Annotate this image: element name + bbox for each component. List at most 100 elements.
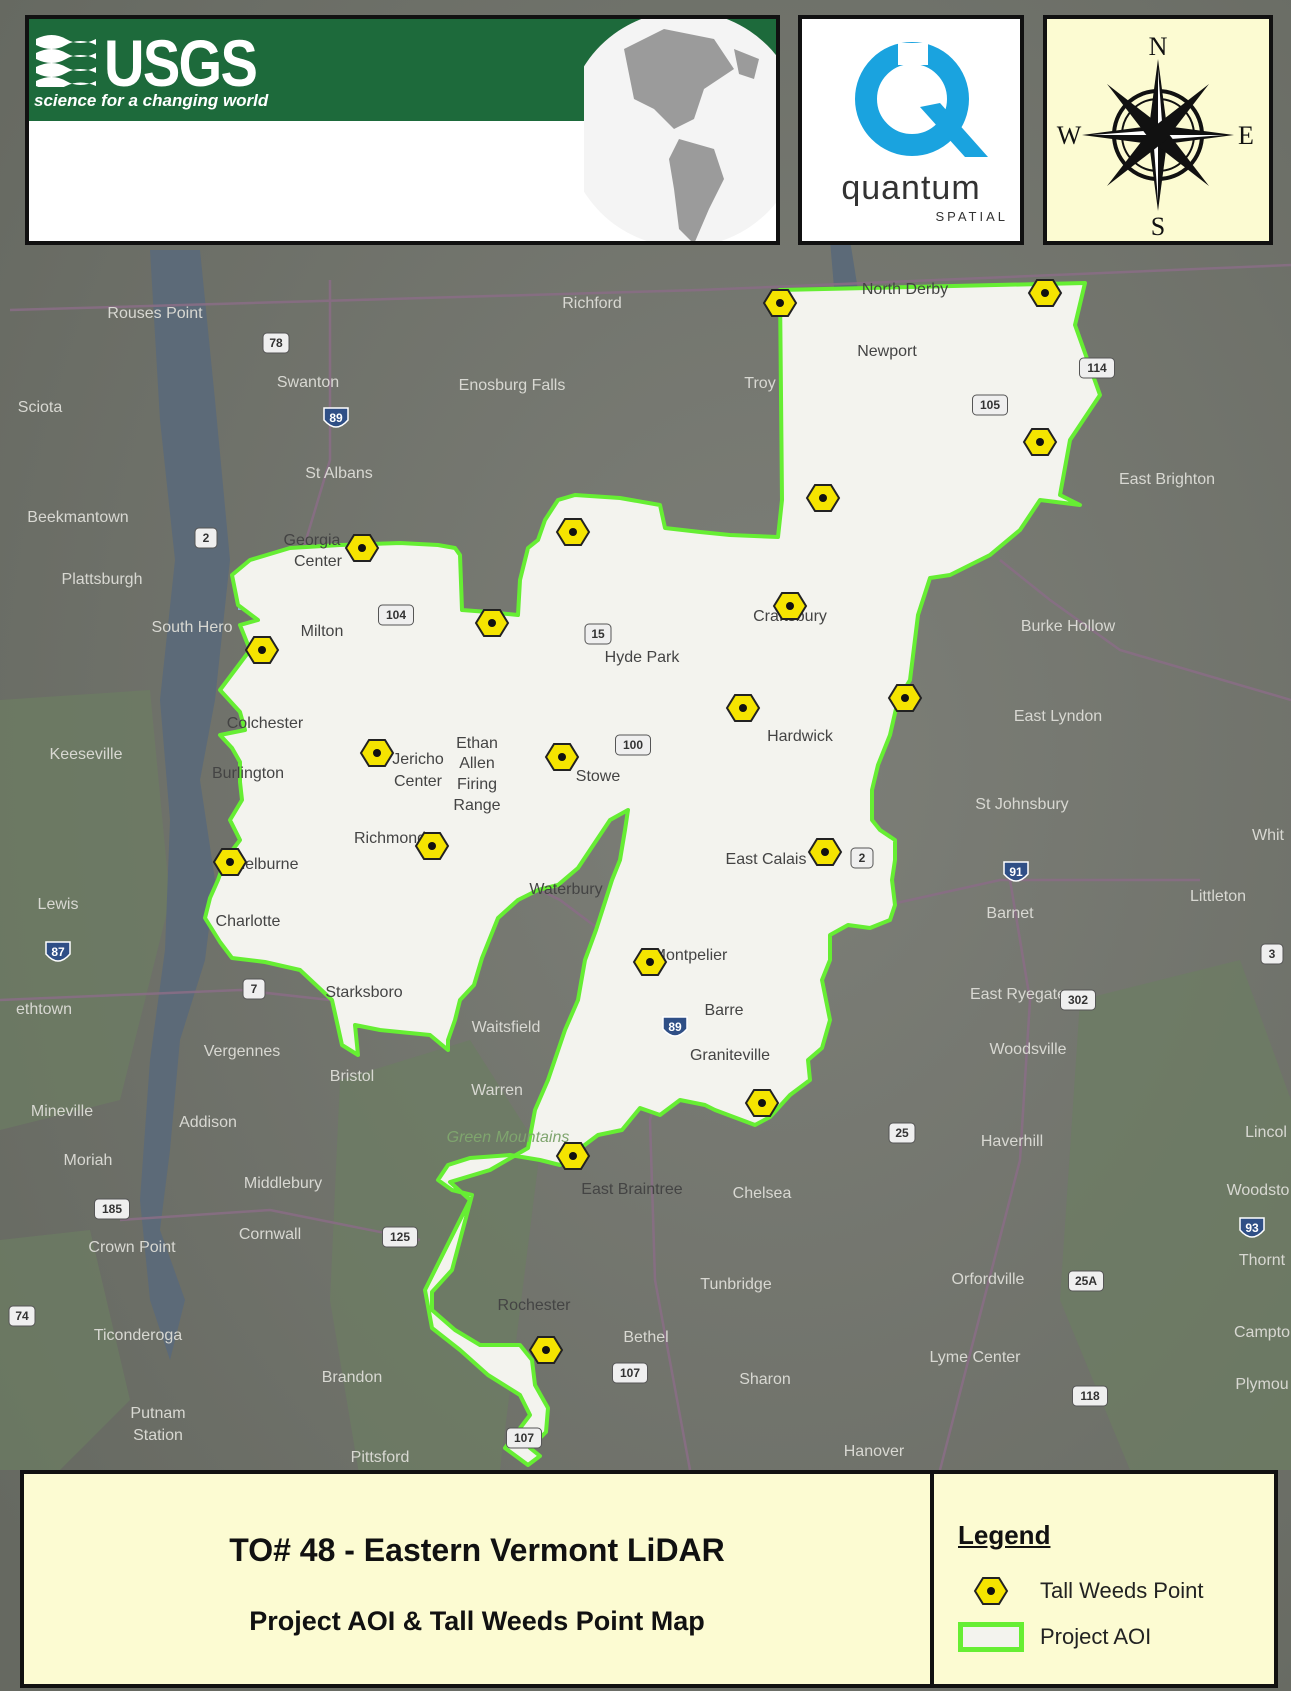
place-label: Pittsford [351, 1449, 410, 1466]
project-aoi[interactable] [203, 281, 1102, 1467]
quantum-spatial-logo-panel: quantum SPATIAL [798, 15, 1024, 245]
interstate-shield-icon: 89 [662, 1016, 688, 1037]
place-label: Starksboro [325, 984, 402, 1001]
tall-weeds-point[interactable] [555, 1142, 591, 1170]
place-label: Middlebury [244, 1175, 322, 1192]
place-label: Lyme Center [930, 1349, 1022, 1366]
place-label: Chelsea [733, 1185, 792, 1202]
compass-n: N [1149, 32, 1168, 61]
tall-weeds-point[interactable] [762, 289, 798, 317]
place-label: Burlington [212, 765, 284, 782]
tall-weeds-point[interactable] [555, 518, 591, 546]
place-label: Orfordville [952, 1271, 1025, 1288]
tall-weeds-point[interactable] [344, 534, 380, 562]
place-label: Thornt [1239, 1252, 1286, 1269]
route-shield-icon: 118 [1072, 1385, 1108, 1407]
interstate-shield-icon: 89 [323, 407, 349, 428]
route-number: 7 [251, 982, 258, 996]
place-label: Station [133, 1427, 183, 1444]
tall-weeds-point[interactable] [805, 484, 841, 512]
route-number: 185 [102, 1202, 122, 1216]
route-shield-icon: 2 [850, 847, 874, 869]
route-shield-icon: 7 [242, 978, 266, 1000]
route-number: 89 [329, 411, 343, 425]
usgs-logo-panel: USGS science for a changing world [25, 15, 780, 245]
route-shield-icon: 25A [1068, 1270, 1104, 1292]
tall-weeds-point[interactable] [632, 948, 668, 976]
place-label: Milton [301, 623, 344, 640]
place-label: Firing [457, 776, 497, 793]
route-number: 3 [1269, 947, 1276, 961]
place-label: Troy [744, 375, 775, 392]
place-label: Center [394, 773, 443, 790]
place-label: Barnet [986, 905, 1034, 922]
place-label: St Albans [305, 465, 373, 482]
place-label: Hardwick [767, 728, 834, 745]
route-shield-icon: 125 [382, 1226, 418, 1248]
place-label: Waterbury [529, 881, 602, 898]
place-label: Woodsville [989, 1041, 1066, 1058]
route-number: 89 [668, 1020, 682, 1034]
tall-weeds-point[interactable] [887, 684, 923, 712]
route-number: 78 [269, 336, 283, 350]
route-shield-icon: 302 [1060, 989, 1096, 1011]
tall-weeds-point[interactable] [528, 1336, 564, 1364]
compass-w: W [1057, 121, 1082, 150]
route-shield-icon: 185 [94, 1198, 130, 1220]
tall-weeds-point[interactable] [807, 838, 843, 866]
tall-weeds-point[interactable] [474, 609, 510, 637]
interstate-shield-icon: 87 [45, 941, 71, 962]
place-label: Enosburg Falls [459, 377, 566, 394]
route-number: 125 [390, 1230, 410, 1244]
place-label: Charlotte [216, 913, 281, 930]
route-shield-icon: 78 [262, 332, 290, 354]
quantum-wordmark: quantum [841, 169, 981, 207]
place-label: Georgia [284, 532, 341, 549]
route-shield-icon: 2 [194, 527, 218, 549]
place-label: Putnam [130, 1405, 185, 1422]
tall-weeds-point[interactable] [744, 1089, 780, 1117]
tall-weeds-point[interactable] [544, 743, 580, 771]
tall-weeds-point[interactable] [1022, 428, 1058, 456]
tall-weeds-points[interactable] [212, 279, 1063, 1364]
place-label: Lewis [38, 896, 79, 913]
place-label: Keeseville [50, 746, 123, 763]
place-label: Whit [1252, 827, 1285, 844]
place-label: Sharon [739, 1371, 791, 1388]
route-shield-icon: 107 [506, 1427, 542, 1449]
route-shield-icon: 74 [8, 1305, 36, 1327]
spatial-wordmark: SPATIAL [935, 209, 1008, 224]
tall-weeds-point[interactable] [1027, 279, 1063, 307]
legend-title: Legend [958, 1520, 1051, 1550]
place-label: Center [294, 553, 343, 570]
place-label: Ethan [456, 735, 498, 752]
tall-weeds-point[interactable] [414, 832, 450, 860]
route-shield-icon: 25 [888, 1122, 916, 1144]
route-shield-icon: 3 [1260, 943, 1284, 965]
tall-weeds-point[interactable] [212, 848, 248, 876]
place-label: Colchester [227, 715, 304, 732]
place-label: St Johnsbury [975, 796, 1068, 813]
route-number: 91 [1009, 865, 1023, 879]
map-subtitle: Project AOI & Tall Weeds Point Map [249, 1606, 705, 1636]
place-label: Montpelier [653, 947, 728, 964]
legend-label: Tall Weeds Point [1040, 1578, 1204, 1603]
usgs-wordmark: USGS [104, 26, 258, 100]
place-label: Rouses Point [107, 305, 203, 322]
place-label: East Lyndon [1014, 708, 1102, 725]
place-label: Stowe [576, 768, 621, 785]
route-shield-icon: 114 [1079, 357, 1115, 379]
route-shield-icon: 15 [584, 623, 612, 645]
tall-weeds-point[interactable] [772, 592, 808, 620]
place-label: Haverhill [981, 1133, 1043, 1150]
place-label: Crown Point [88, 1239, 176, 1256]
tall-weeds-point[interactable] [244, 636, 280, 664]
route-shield-icon: 105 [972, 394, 1008, 416]
tall-weeds-point[interactable] [359, 739, 395, 767]
tall-weeds-point[interactable] [725, 694, 761, 722]
place-label: Green Mountains [447, 1129, 570, 1146]
aoi-polygon-north[interactable] [203, 281, 1102, 1467]
